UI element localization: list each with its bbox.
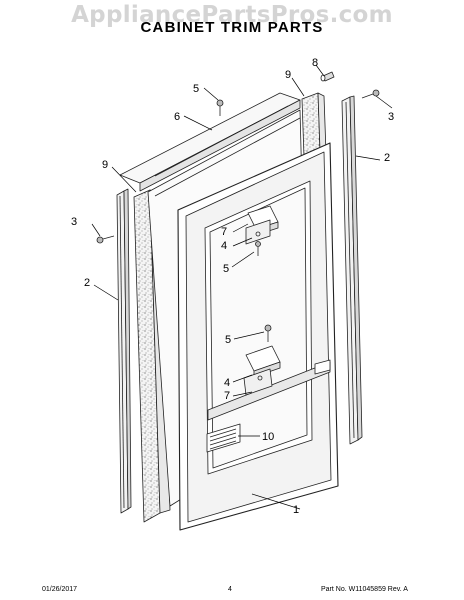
screw-right [361, 89, 380, 99]
callout-7-lower: 7 [224, 390, 230, 402]
screw-top [216, 99, 224, 116]
callout-2-right: 2 [384, 152, 390, 164]
callout-9-right: 9 [285, 69, 291, 81]
watermark: AppliancePartsPros.com [71, 2, 393, 28]
callout-9-left: 9 [102, 159, 108, 171]
callout-2-left: 2 [84, 277, 90, 289]
screw-lower [264, 324, 272, 342]
callout-10: 10 [262, 431, 274, 443]
lower-bracket [243, 345, 281, 396]
dowel-pin [320, 71, 335, 82]
footer-part-number: Part No. W11045859 Rev. A [321, 586, 408, 593]
callout-5-lower: 5 [225, 334, 231, 346]
callout-3-right: 3 [388, 111, 394, 123]
callout-3-left: 3 [71, 216, 77, 228]
callout-8: 8 [312, 57, 318, 69]
door-trim-frame [177, 142, 339, 531]
footer-page-number: 4 [228, 586, 232, 593]
upper-bracket [245, 205, 279, 245]
callout-7-upper: 7 [221, 226, 227, 238]
leader-lines [91, 64, 393, 510]
screw-left [96, 235, 115, 244]
callout-labels: 1 2 2 3 3 4 4 5 5 5 6 7 7 8 9 9 10 [71, 57, 394, 516]
screw-upper [255, 241, 261, 256]
callout-5-top: 5 [193, 83, 199, 95]
footer-date: 01/26/2017 [42, 586, 78, 593]
callout-6: 6 [174, 111, 180, 123]
callout-5-upper: 5 [223, 263, 229, 275]
callout-4-lower: 4 [224, 377, 230, 389]
page-title: CABINET TRIM PARTS [140, 19, 324, 36]
callout-4-upper: 4 [221, 240, 227, 252]
side-trim-right [341, 95, 363, 445]
vent-grille [206, 423, 241, 453]
top-trim [119, 92, 301, 192]
callout-1: 1 [293, 504, 299, 516]
side-trim-left [116, 188, 132, 514]
